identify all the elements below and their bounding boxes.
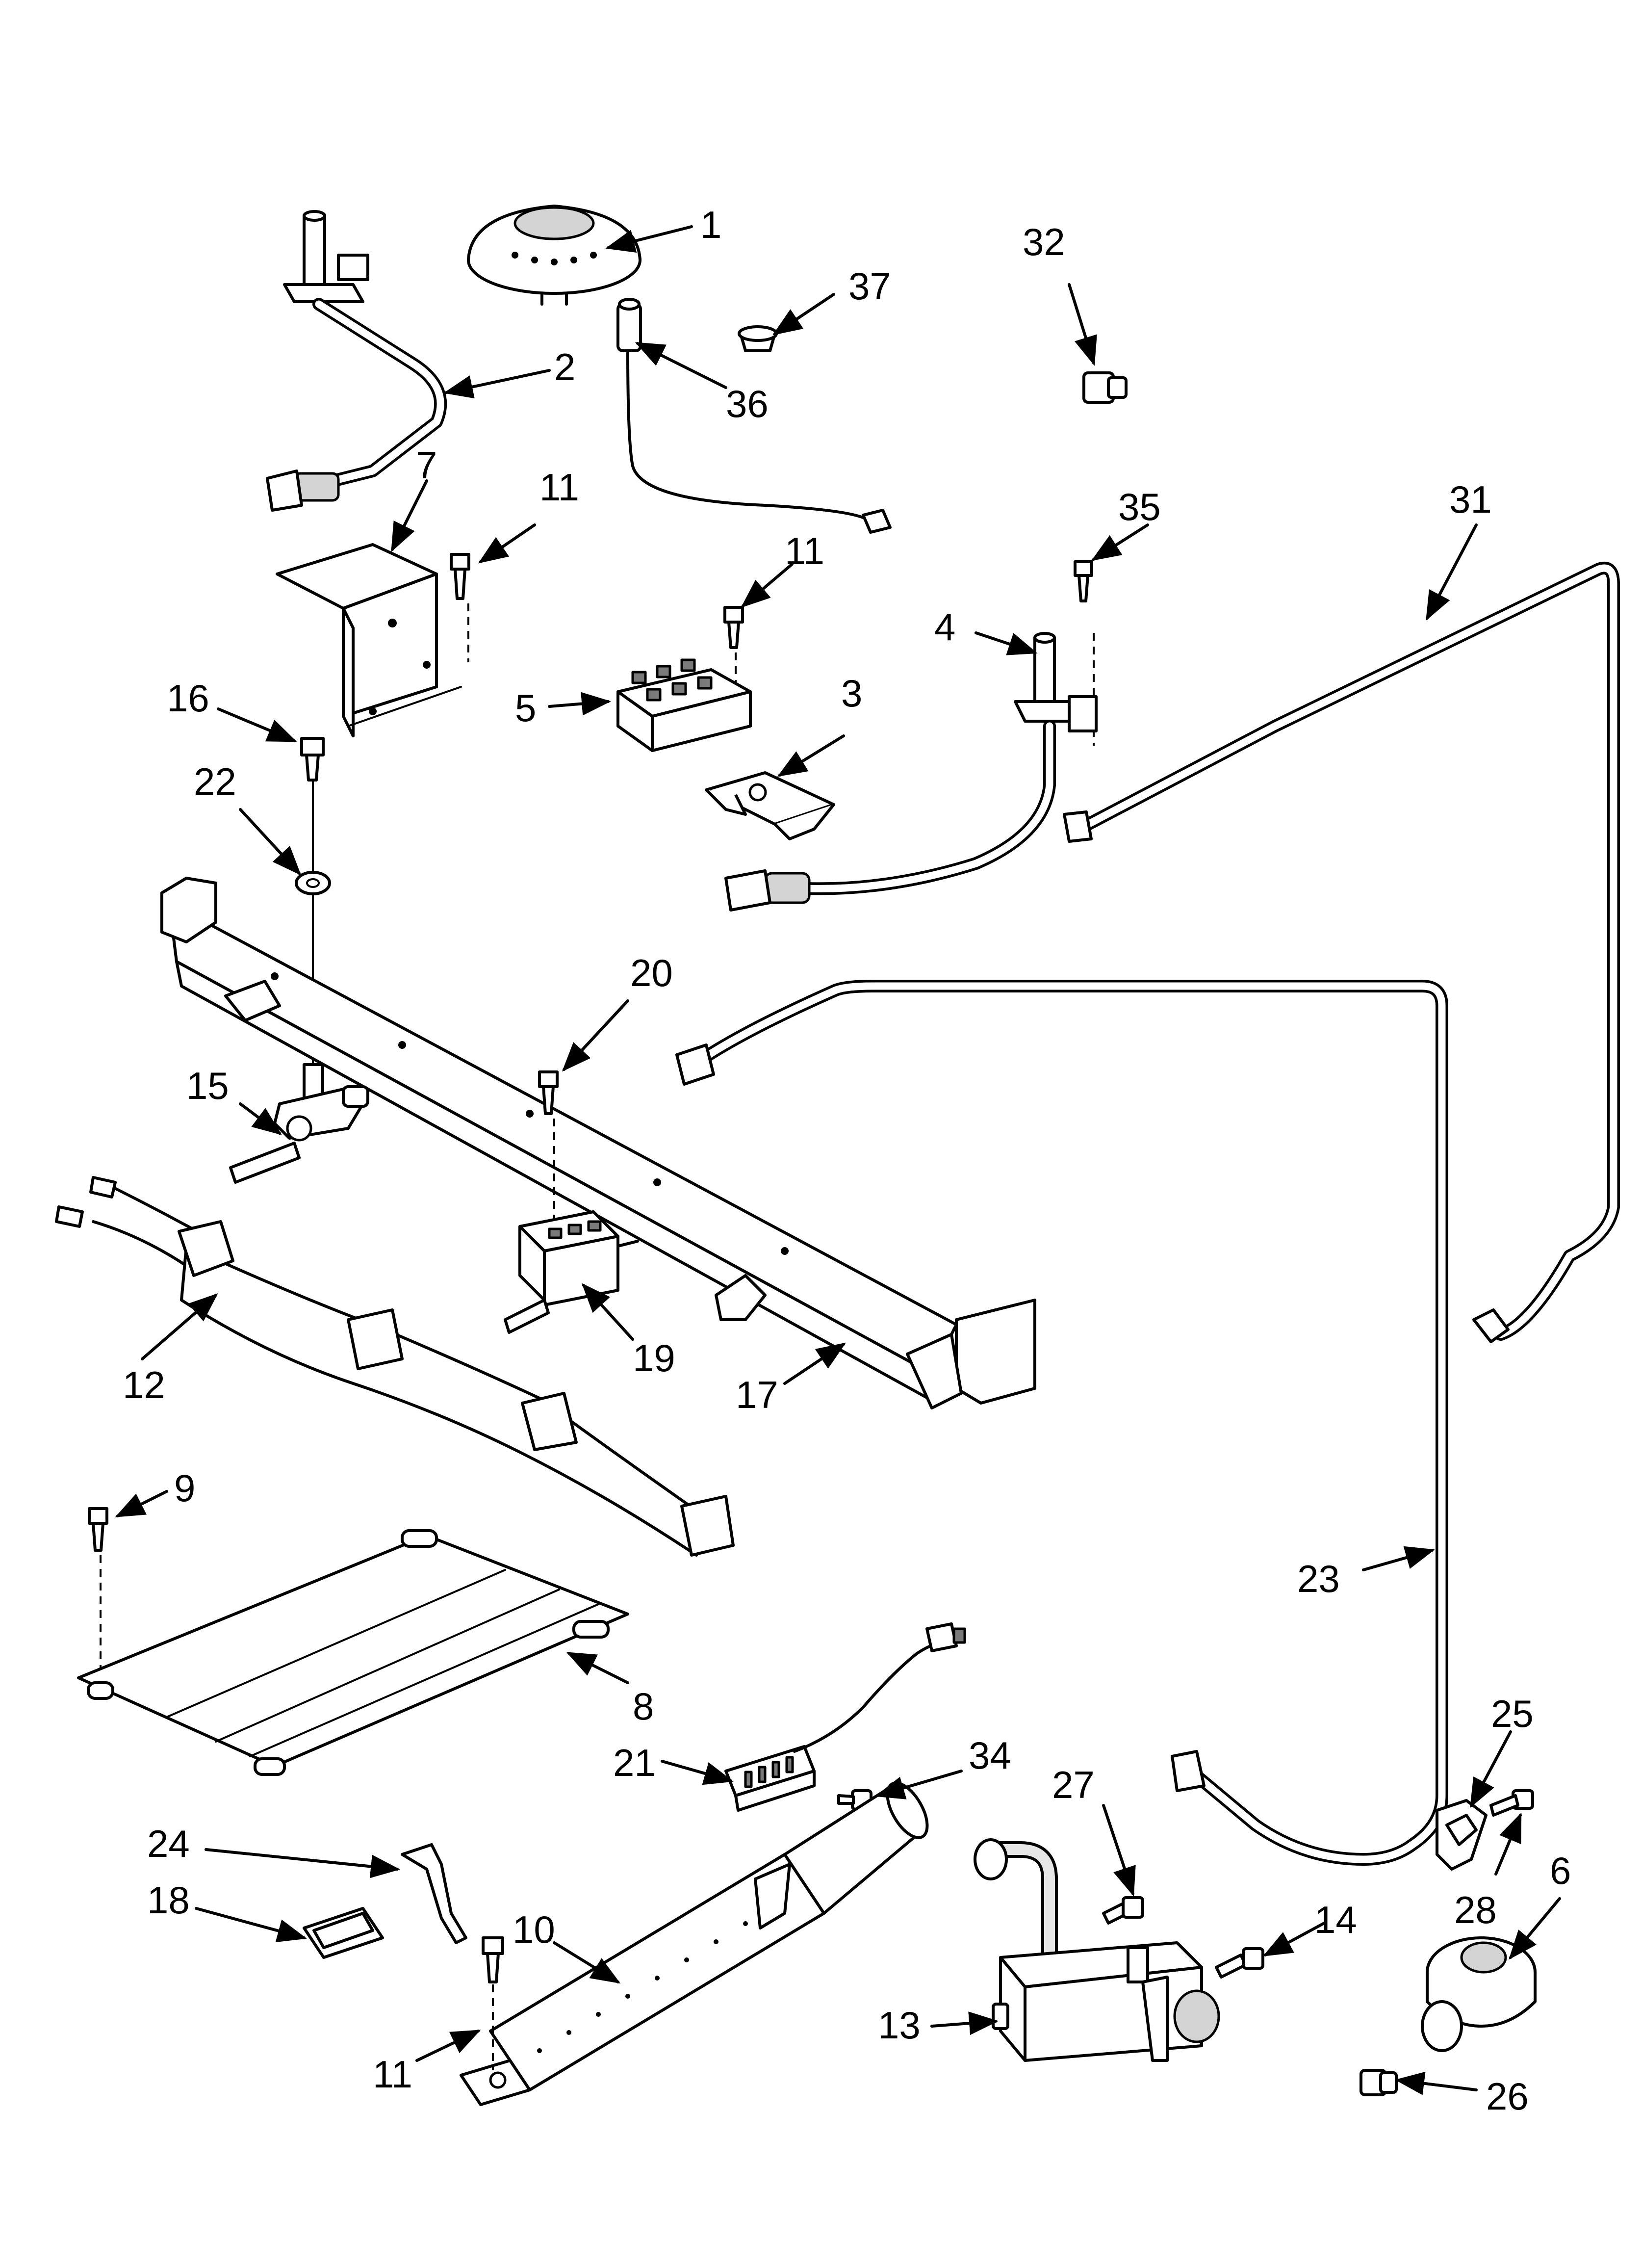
callout-32: 32 (1023, 220, 1065, 263)
part-32-fitting (1082, 371, 1128, 404)
part-11-screw-bottom (482, 1936, 504, 2070)
part-36-electrode (616, 298, 892, 534)
part-20-screw (538, 1070, 559, 1226)
callout-12: 12 (123, 1363, 165, 1407)
part-2-burner-tube (266, 210, 447, 512)
part-6-regulator (1421, 1936, 1537, 2052)
callout-25: 25 (1491, 1692, 1534, 1735)
callout-11-mid: 11 (785, 529, 824, 573)
callout-13: 13 (878, 2004, 921, 2047)
part-16-screw (300, 737, 325, 782)
callout-6: 6 (1550, 1849, 1571, 1892)
callout-10: 10 (513, 1908, 555, 1951)
callout-37: 37 (848, 264, 891, 308)
leader-lines (115, 225, 1561, 2095)
callout-26: 26 (1486, 2075, 1529, 2118)
callout-21: 21 (613, 1741, 656, 1784)
callout-28: 28 (1454, 1888, 1497, 1931)
part-7-shield (276, 543, 462, 737)
callout-11-top: 11 (539, 466, 579, 509)
part-12-wire-harness (55, 1176, 735, 1557)
callout-31: 31 (1449, 478, 1492, 521)
part-19-switch (504, 1210, 639, 1334)
callout-35: 35 (1118, 485, 1161, 528)
part-9-screw (88, 1507, 108, 1673)
part-3-bracket (705, 771, 835, 840)
part-24-bracket (401, 1843, 467, 1944)
callout-34: 34 (969, 1734, 1011, 1777)
part-14-screw (1215, 1947, 1264, 1979)
part-25-bracket (1436, 1799, 1488, 1871)
callout-23: 23 (1297, 1557, 1340, 1600)
callout-11-bottom: 11 (373, 2053, 412, 2096)
callout-9: 9 (174, 1466, 195, 1510)
callout-3: 3 (841, 672, 862, 715)
callout-1: 1 (700, 203, 721, 246)
callout-14: 14 (1314, 1898, 1357, 1941)
part-1-burner-cap (467, 205, 641, 306)
callout-19: 19 (633, 1336, 675, 1380)
part-15-valve (229, 1063, 369, 1184)
callout-8: 8 (633, 1685, 654, 1728)
callout-7: 7 (416, 443, 437, 487)
callout-16: 16 (167, 677, 209, 720)
part-28-screw (1489, 1789, 1534, 1817)
callout-36: 36 (726, 382, 769, 425)
part-11-screw-top (450, 553, 470, 662)
part-8-plate (77, 1529, 629, 1776)
part-27-screw (1102, 1896, 1144, 1925)
callout-22: 22 (194, 760, 236, 803)
callout-18: 18 (147, 1878, 190, 1922)
callout-17: 17 (736, 1373, 778, 1416)
part-37-grommet (738, 325, 778, 352)
callout-27: 27 (1052, 1763, 1095, 1806)
part-22-washer (295, 871, 331, 895)
part-21-igniter (724, 1622, 966, 1812)
callout-15: 15 (186, 1064, 229, 1107)
part-31-gas-line (1063, 562, 1620, 1343)
part-13-valve-body (974, 1838, 1220, 2062)
part-11-screw-mid (723, 606, 744, 687)
callout-2: 2 (554, 345, 575, 389)
callout-5: 5 (515, 686, 536, 730)
part-23-supply-line (675, 980, 1448, 1866)
callout-4: 4 (934, 605, 955, 649)
part-18-clip (303, 1907, 384, 1959)
part-17-manifold (160, 877, 1036, 1409)
part-4-burner-tube (724, 632, 1098, 912)
part-35-screw (1074, 560, 1095, 746)
part-5-spark-module (616, 658, 752, 752)
callout-labels: 1 2 3 4 5 6 7 8 9 10 11 11 11 12 13 14 1… (123, 203, 1571, 2118)
callout-20: 20 (630, 951, 673, 994)
callout-24: 24 (147, 1822, 190, 1865)
part-26-fitting (1360, 2069, 1398, 2096)
